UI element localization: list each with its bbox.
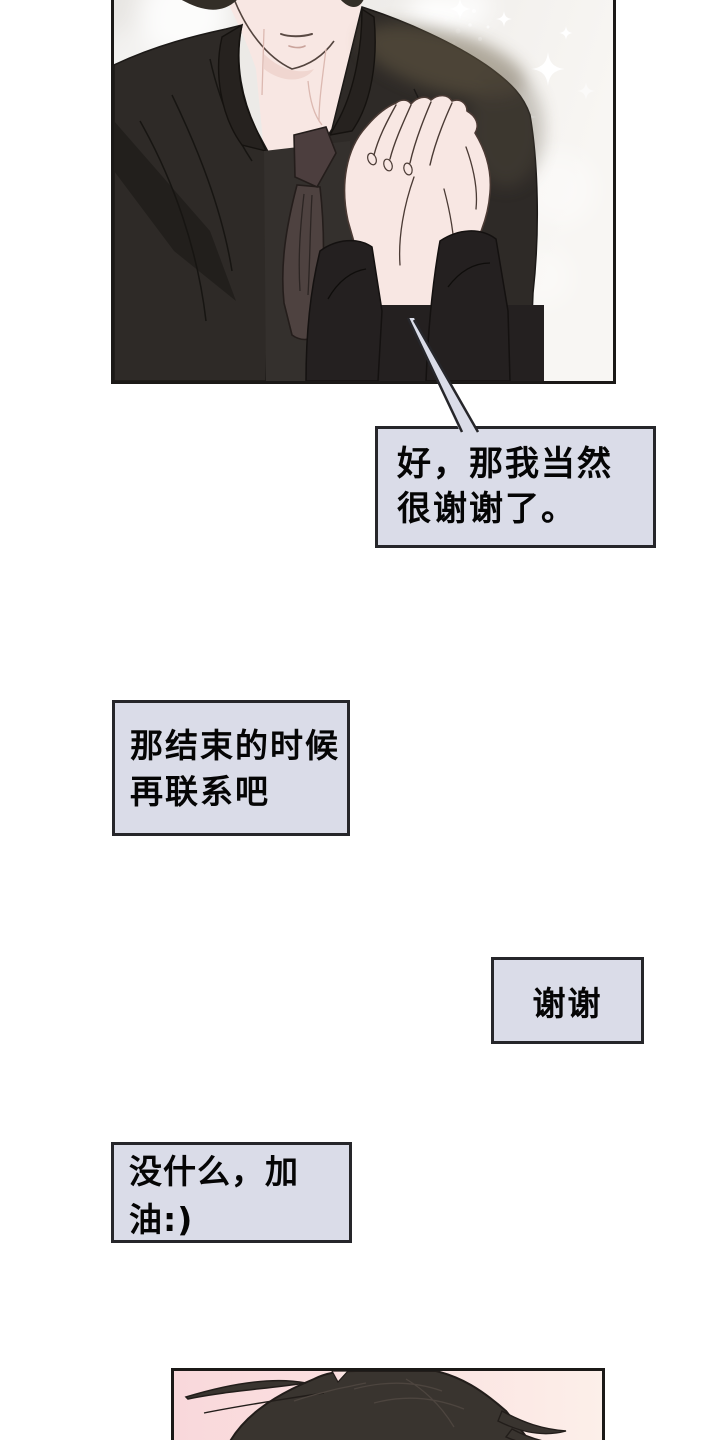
speech-bubble-1: 好，那我当然 很谢谢了。 (375, 426, 656, 548)
speech-bubble-tail (406, 317, 480, 434)
bubble-2-line-2: 再联系吧 (130, 772, 270, 811)
dark-hair-illustration (174, 1371, 602, 1440)
speech-bubble-4: 没什么，加油:) (111, 1142, 352, 1243)
panel-dark-hair-head (171, 1368, 605, 1440)
bubble-4-line-1: 没什么，加油:) (129, 1151, 299, 1239)
speech-bubble-2: 那结束的时候 再联系吧 (112, 700, 350, 836)
bubble-1-line-2: 很谢谢了。 (397, 489, 577, 529)
bubble-2-line-1: 那结束的时候 (130, 726, 340, 765)
bubble-3-line-1: 谢谢 (532, 983, 603, 1023)
man-in-suit-illustration (114, 0, 613, 381)
speech-bubble-3: 谢谢 (491, 957, 644, 1044)
bubble-1-line-1: 好，那我当然 (397, 444, 613, 484)
panel-man-in-suit (111, 0, 616, 384)
